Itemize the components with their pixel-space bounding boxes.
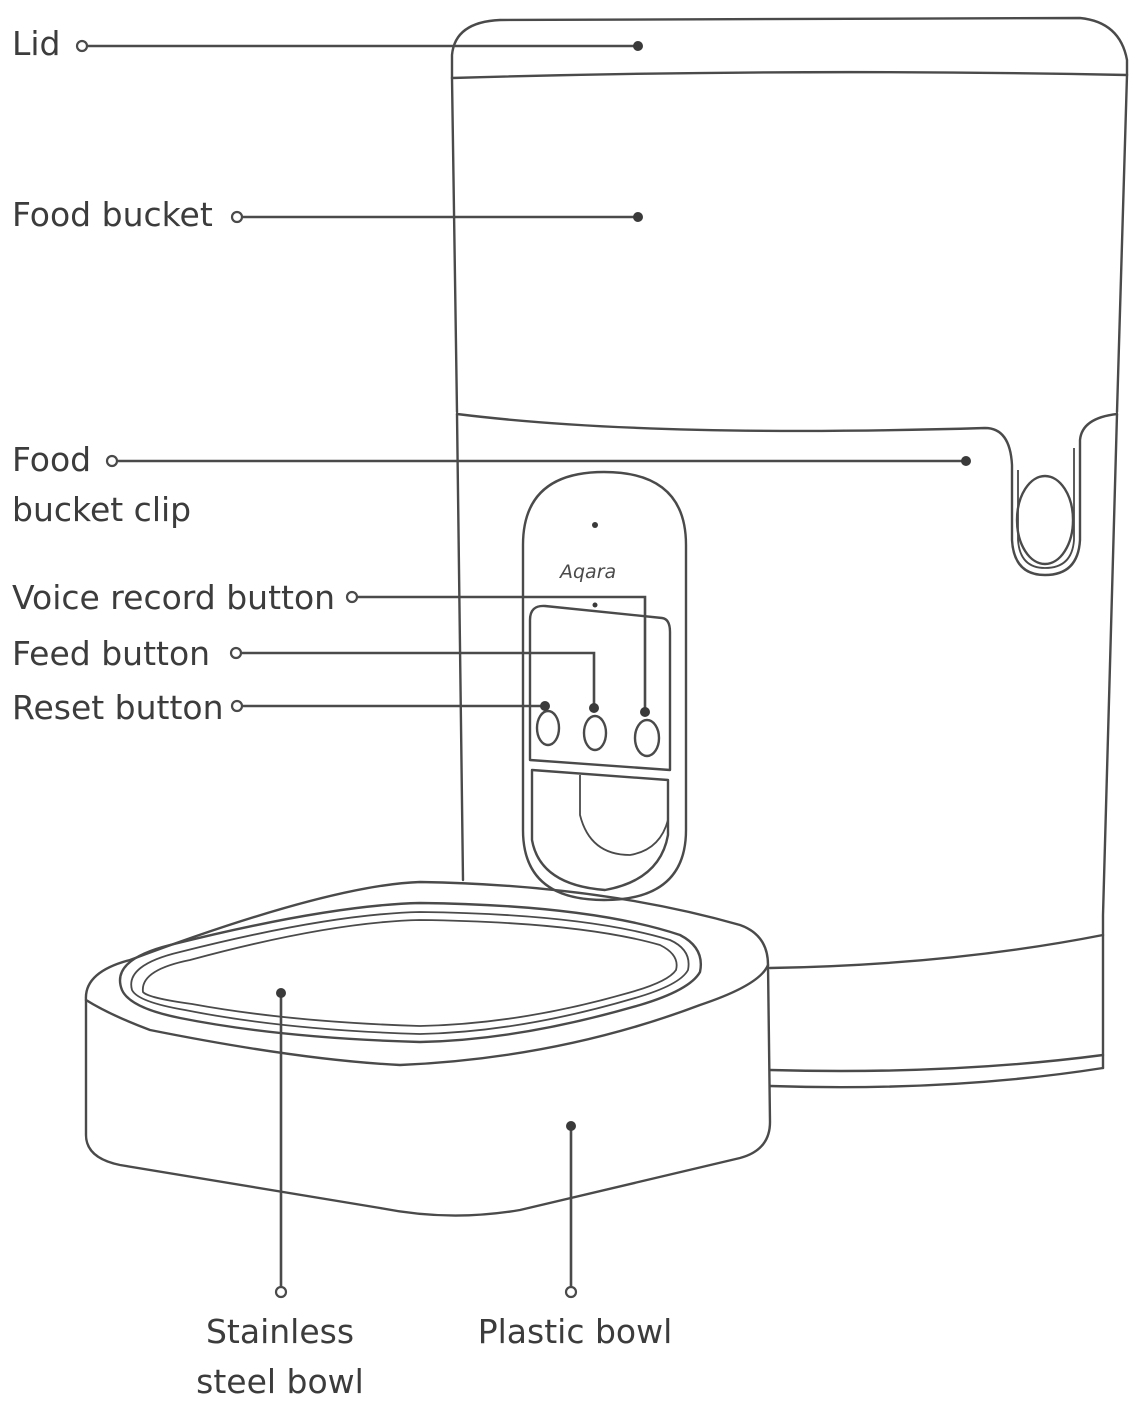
food-bucket-point xyxy=(633,212,643,222)
feeder-body: Aqara xyxy=(450,16,1129,1089)
food-outlet-inner xyxy=(579,775,669,856)
base-bottom xyxy=(768,1066,1105,1089)
label-feed-button: Feed button xyxy=(12,634,211,673)
stainless-bowl-rim xyxy=(118,901,702,1044)
stainless-marker xyxy=(274,1285,288,1299)
plastic-bowl-top xyxy=(84,880,772,1217)
food-bucket-clip-marker xyxy=(105,454,119,468)
indicator-light xyxy=(592,522,598,528)
food-bucket-marker xyxy=(230,210,244,224)
voice-record-marker xyxy=(345,590,359,604)
plastic-point xyxy=(566,1121,576,1131)
label-food-bucket: Food bucket xyxy=(12,195,213,234)
bowl-assembly xyxy=(84,880,772,1217)
reset-point xyxy=(540,701,550,711)
label-stainless-line2: steel bowl xyxy=(196,1362,364,1401)
base-body-outline xyxy=(455,412,1119,1070)
feed-leader xyxy=(236,651,596,708)
label-plastic-bowl: Plastic bowl xyxy=(477,1312,673,1351)
lid-seam xyxy=(450,70,1129,80)
food-bucket-clip-oval xyxy=(1015,474,1075,566)
reset-button-shape xyxy=(535,709,561,747)
plastic-bowl-lip xyxy=(84,963,770,1067)
label-reset-button: Reset button xyxy=(12,688,224,727)
reset-marker xyxy=(230,699,244,713)
food-bucket-clip-point xyxy=(961,456,971,466)
feed-point xyxy=(589,703,599,713)
lid-point xyxy=(633,41,643,51)
brand-logo: Aqara xyxy=(558,561,616,583)
stainless-bowl-inner-2 xyxy=(142,919,678,1027)
food-bucket-bottom-seam xyxy=(455,412,1119,577)
label-lid: Lid xyxy=(12,24,61,63)
stainless-point xyxy=(276,988,286,998)
stainless-bowl-inner-1 xyxy=(130,911,690,1035)
label-food-bucket-clip-line2: bucket clip xyxy=(12,490,192,529)
lid-marker xyxy=(75,39,89,53)
base-band xyxy=(768,933,1105,970)
feed-marker xyxy=(229,646,243,660)
leader-lines xyxy=(75,39,971,1299)
label-food-bucket-clip-line1: Food xyxy=(12,440,92,479)
button-panel xyxy=(528,604,672,772)
feed-button-shape xyxy=(582,714,608,752)
lid-outline xyxy=(450,16,1129,80)
plastic-marker xyxy=(564,1285,578,1299)
label-stainless-line1: Stainless xyxy=(205,1312,355,1351)
label-voice-record-button: Voice record button xyxy=(12,578,336,617)
food-bucket-outline xyxy=(450,73,1129,414)
indicator-dot-2 xyxy=(592,602,598,608)
voice-record-button-shape xyxy=(633,718,661,758)
voice-record-point xyxy=(640,707,650,717)
voice-record-leader xyxy=(352,595,647,712)
base-band-lower xyxy=(768,1053,1105,1073)
clip-inner xyxy=(1017,448,1075,569)
food-outlet xyxy=(530,768,670,892)
